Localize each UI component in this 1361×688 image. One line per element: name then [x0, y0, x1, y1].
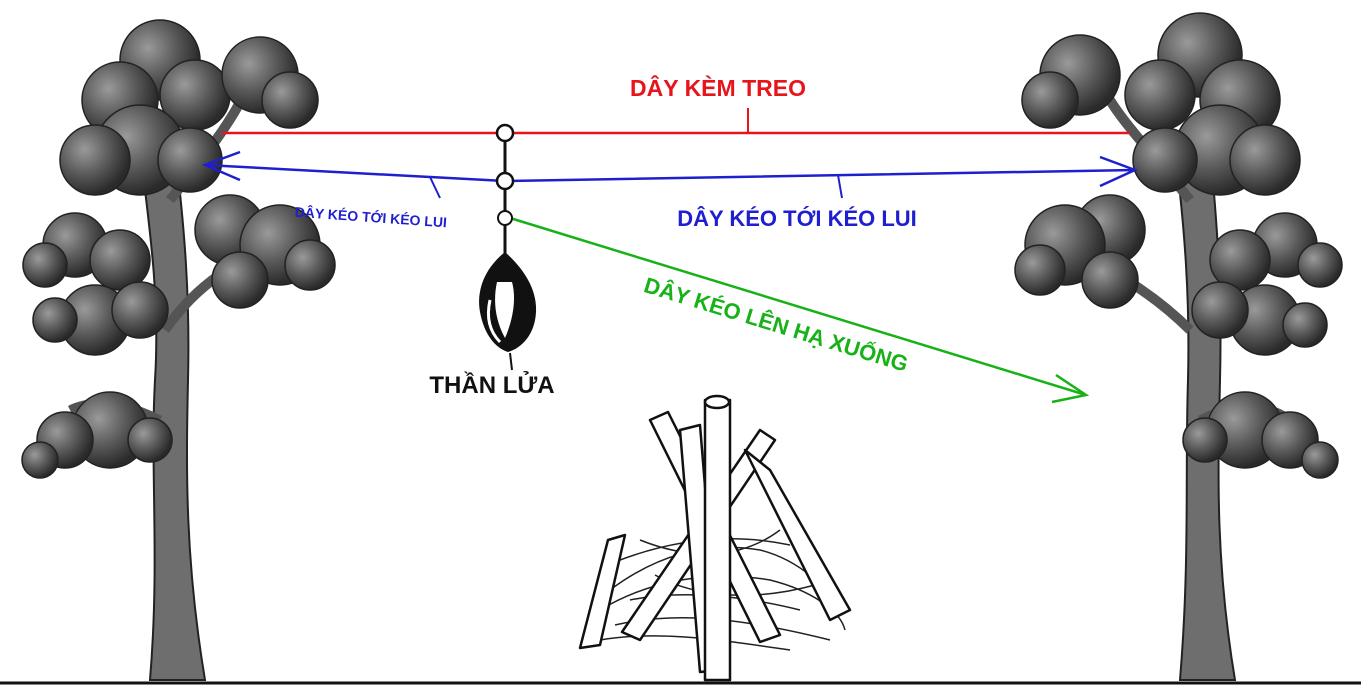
pull-rope-right-arrow-icon [1099, 155, 1139, 188]
suspension-wire: DÂY KÈM TREO [222, 74, 1130, 135]
fire-god-icon: THẦN LỬA [429, 252, 555, 399]
pulley-icon [495, 123, 515, 258]
pull-rope-left-label: DÂY KÉO TỚI KÉO LUI [294, 203, 447, 231]
campfire-icon [578, 394, 852, 682]
left-tree-icon [21, 19, 336, 681]
fire-god-label: THẦN LỬA [429, 370, 554, 399]
lift-rope: DÂY KÉO LÊN HẠ XUỐNG [509, 216, 1090, 404]
pull-rope-right-label: DÂY KÉO TỚI KÉO LUI [677, 206, 917, 231]
pull-rope-left-arrow-icon [201, 150, 241, 182]
lift-rope-label: DÂY KÉO LÊN HẠ XUỐNG [641, 271, 911, 376]
right-tree-icon [1014, 12, 1343, 681]
lift-rope-arrow-icon [1051, 373, 1090, 404]
pull-rope: DÂY KÉO TỚI KÉO LUI DÂY KÉO TỚI KÉO LUI [201, 150, 1139, 231]
suspension-wire-label: DÂY KÈM TREO [630, 74, 806, 101]
